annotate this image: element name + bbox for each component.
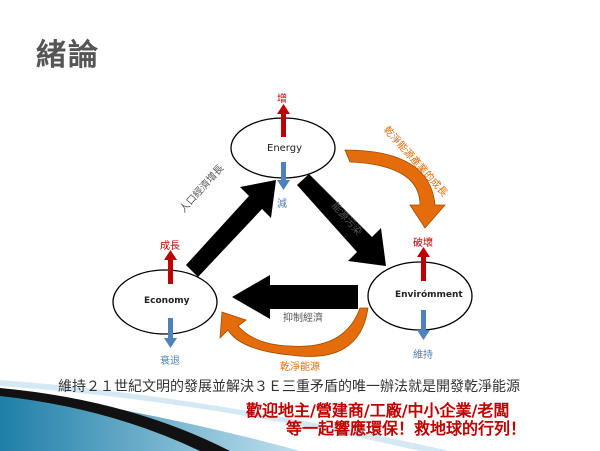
page-title: 緒論: [36, 38, 100, 73]
arrow-down-icon: [277, 162, 290, 190]
arrow-up-icon: [277, 104, 290, 137]
curve-arrow-energy-env: [344, 149, 446, 229]
curve-label-clean-energy: 乾淨能源: [280, 362, 320, 373]
economy-growth-label: 成長: [160, 241, 180, 252]
node-economy: [112, 269, 218, 335]
promo-line-1: 歡迎地主/營建商/工廠/中小企業/老闆: [246, 401, 510, 420]
corner-swoosh-decoration: [0, 380, 450, 451]
arrow-down-icon: [417, 310, 430, 340]
economy-decline-label: 衰退: [160, 356, 180, 367]
flow-arrow-energy-to-env: [297, 174, 386, 266]
flow-arrow-env-to-econ: [232, 275, 358, 319]
arrow-up-icon: [417, 247, 430, 281]
node-economy-label: Economy: [144, 296, 190, 306]
arrow-down-icon: [164, 318, 177, 348]
curve-arrow-env-econ: [219, 307, 369, 357]
environment-damage-label: 破壞: [413, 238, 433, 249]
arrow-up-icon: [164, 250, 177, 284]
arrow-label-suppress-economy: 抑制經濟: [283, 313, 323, 324]
energy-decrease-label: 減: [277, 199, 287, 210]
summary-text: 維持２１世紀文明的發展並解決３Ｅ三重矛盾的唯一辦法就是開發乾淨能源: [58, 379, 520, 395]
energy-increase-label: 增: [277, 94, 287, 105]
environment-maintain-label: 維持: [413, 350, 433, 361]
promo-line-2: 等一起響應環保！救地球的行列！: [286, 419, 527, 438]
node-environment-label: Envirómment: [395, 290, 463, 300]
flow-arrow-econ-to-energy: [186, 180, 276, 277]
node-energy-label: Energy: [267, 143, 303, 154]
